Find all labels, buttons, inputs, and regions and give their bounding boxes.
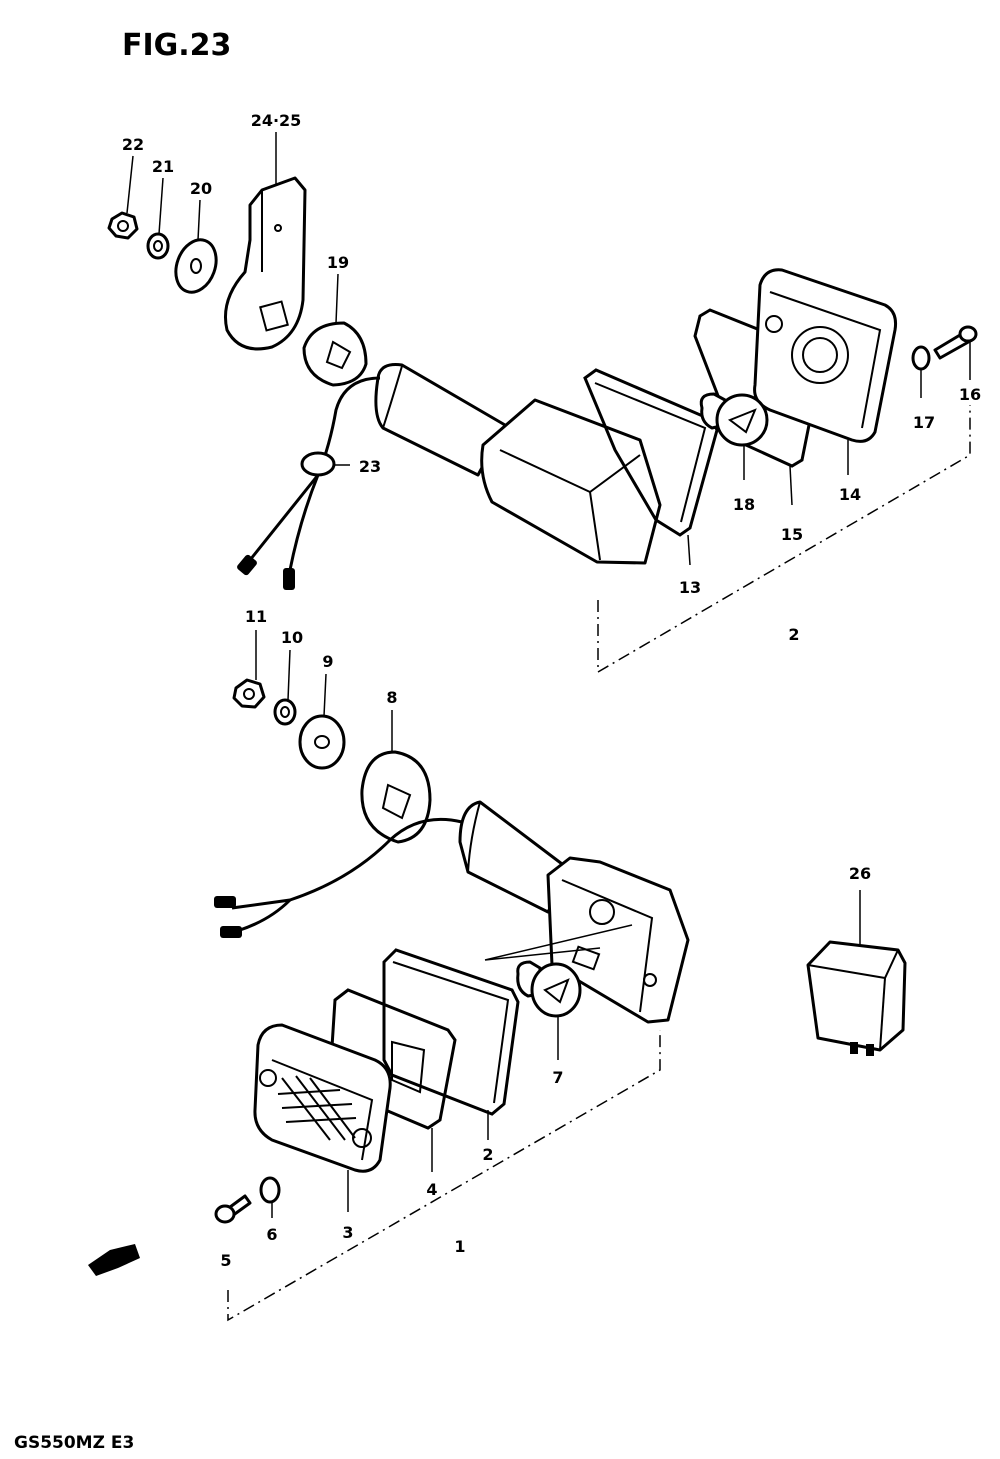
front-wiring-harness	[214, 817, 463, 938]
leader-lines	[126, 132, 971, 1218]
gasket-part-2-front	[382, 948, 520, 1116]
callout-16: 16	[959, 385, 981, 404]
callout-2-rear: 2	[788, 625, 799, 644]
callout-9: 9	[322, 652, 333, 671]
model-code: GS550MZ E3	[14, 1433, 134, 1453]
screw-part-5	[214, 1194, 252, 1224]
front-direction-arrow-icon	[88, 1244, 140, 1276]
gasket-part-13	[583, 368, 719, 537]
callout-3: 3	[342, 1223, 353, 1242]
callout-14: 14	[839, 485, 861, 504]
relay-part-26	[806, 940, 907, 1056]
wire-grommet-part-23	[300, 451, 336, 477]
callout-2-front: 2	[482, 1145, 493, 1164]
callout-13: 13	[679, 578, 701, 597]
callout-labels: 22 21 20 24·25 19 23 13 18 15 14 17 16 2…	[122, 111, 981, 1270]
rear-signal-housing	[374, 363, 662, 565]
screw-part-16	[933, 325, 978, 360]
callout-4: 4	[426, 1180, 437, 1199]
callout-8: 8	[386, 688, 397, 707]
bulb-part-7	[484, 924, 633, 1018]
grommet-part-19	[302, 321, 368, 387]
callout-26: 26	[849, 864, 871, 883]
washer-part-6	[259, 1176, 281, 1204]
callout-22: 22	[122, 135, 144, 154]
washer-part-9	[298, 714, 346, 770]
callout-10: 10	[281, 628, 303, 647]
figure-title: FIG.23	[122, 28, 231, 63]
lens-part-3	[253, 1023, 392, 1173]
washer-part-20	[174, 238, 218, 294]
grommet-part-8	[360, 750, 432, 844]
lock-washer-part-10	[273, 698, 297, 726]
callout-19: 19	[327, 253, 349, 272]
callout-15: 15	[781, 525, 803, 544]
callout-1: 1	[454, 1237, 465, 1256]
callout-7: 7	[552, 1068, 563, 1087]
callout-23: 23	[359, 457, 381, 476]
callout-18: 18	[733, 495, 755, 514]
gasket-part-15	[693, 308, 824, 468]
lens-part-14	[753, 268, 897, 443]
callout-6: 6	[266, 1225, 277, 1244]
nut-part-11	[232, 678, 266, 709]
rear-turn-signal-assembly	[107, 176, 978, 590]
assembly-bracket-lines	[227, 405, 971, 1322]
lock-washer-part-21	[146, 232, 170, 260]
front-turn-signal-assembly	[214, 678, 690, 1224]
washer-part-17	[911, 345, 931, 371]
rear-wiring-harness	[237, 376, 381, 590]
callout-5: 5	[220, 1251, 231, 1270]
callout-21: 21	[152, 157, 174, 176]
bracket-part-24-25	[223, 176, 307, 351]
nut-part-22	[107, 211, 139, 240]
callout-20: 20	[190, 179, 212, 198]
bulb-part-18	[699, 392, 769, 447]
front-signal-housing	[458, 800, 690, 1024]
callout-17: 17	[913, 413, 935, 432]
callout-24-25: 24·25	[251, 111, 302, 130]
callout-11: 11	[245, 607, 267, 626]
